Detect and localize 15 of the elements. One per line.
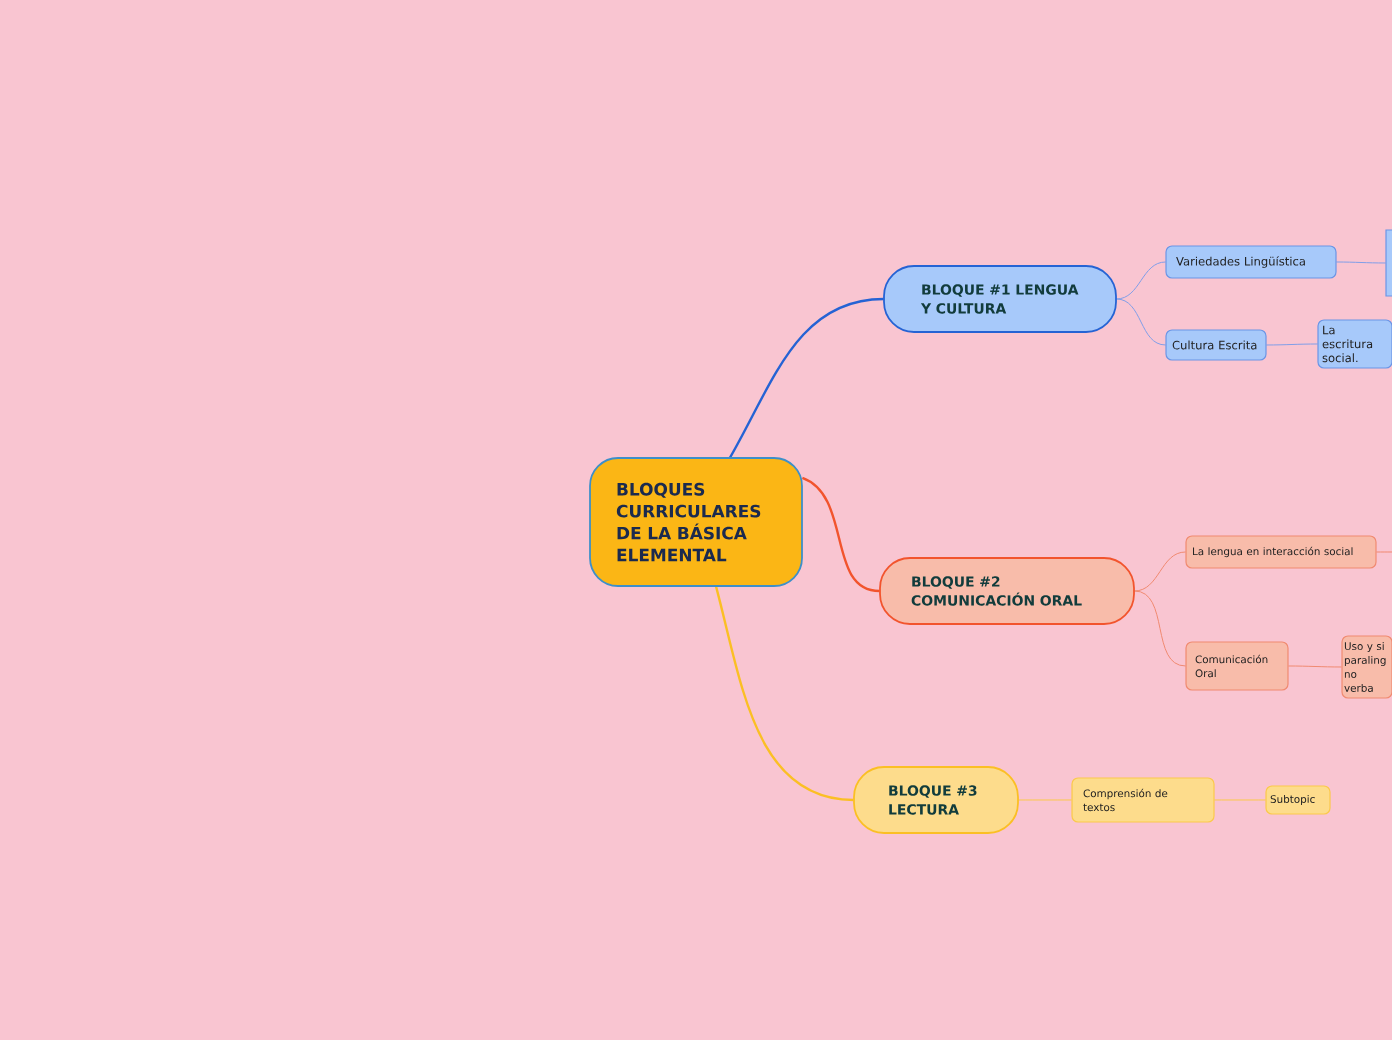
connector-line [1133, 551, 1187, 592]
connector-line [1213, 799, 1267, 801]
connector-line [1335, 261, 1387, 264]
connector-line [801, 476, 880, 593]
connector-line [1115, 298, 1167, 346]
central-topic-box: BLOQUES CURRICULARES DE LA BÁSICA ELEMENTAL [589, 457, 803, 587]
connector-line [714, 586, 854, 802]
connector-line [1375, 551, 1392, 553]
topic-box [1385, 229, 1392, 297]
connector-line [1287, 665, 1343, 668]
connector-line [1115, 261, 1167, 300]
connector-line [1133, 590, 1187, 667]
connector-line [1265, 343, 1319, 346]
connector-line [728, 297, 884, 459]
connector-line [1017, 799, 1073, 801]
